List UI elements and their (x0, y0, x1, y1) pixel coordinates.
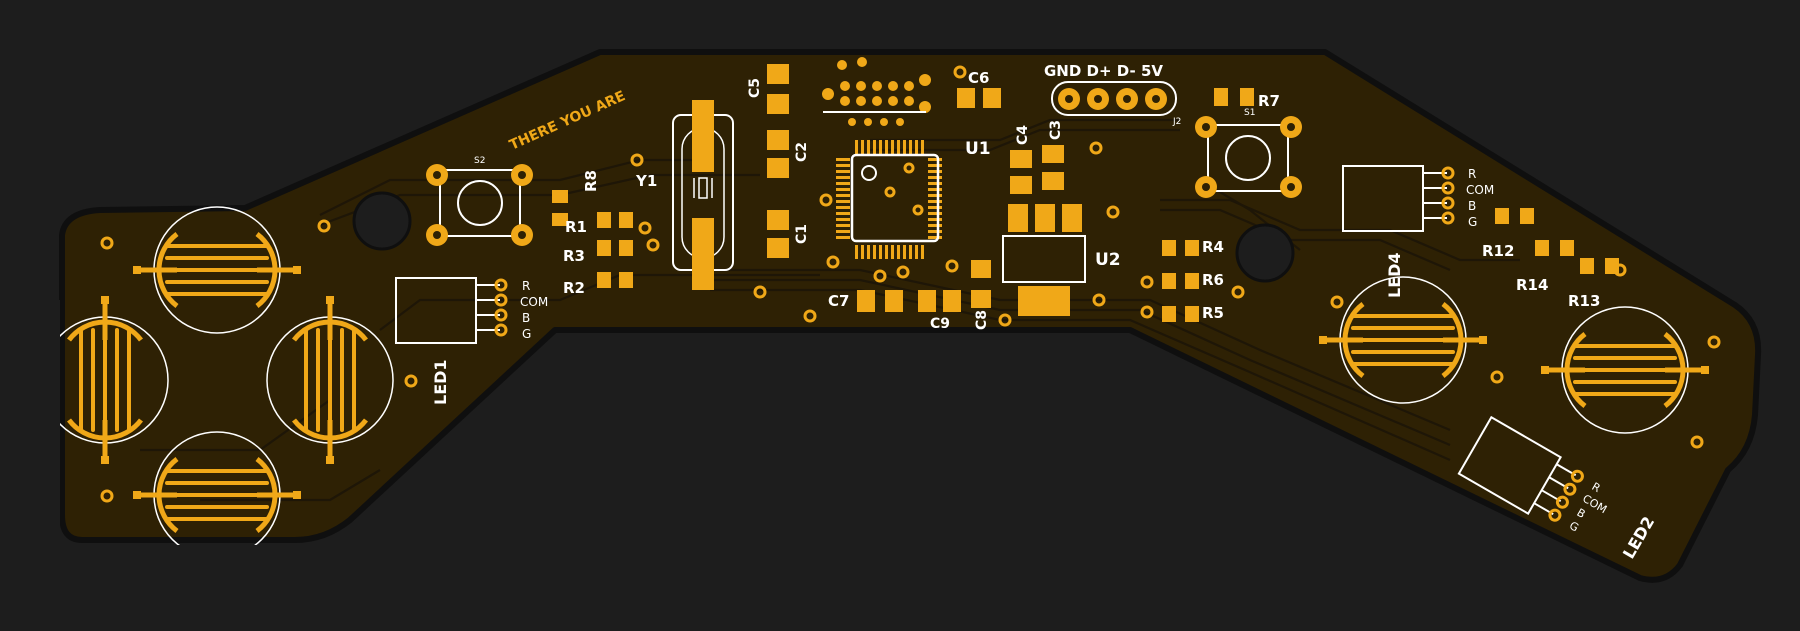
label-r13: R13 (1568, 292, 1600, 310)
label-r12: R12 (1482, 242, 1514, 260)
label-u1: U1 (965, 139, 991, 159)
switch-s1: S1 (1195, 108, 1302, 198)
led4-pin-b: B (1468, 199, 1476, 213)
led-led1: R COM B G LED1 (395, 277, 548, 405)
led4-pin-g: G (1468, 215, 1477, 229)
led4-pin-r: R (1468, 167, 1476, 181)
mounting-hole-right (1235, 223, 1295, 283)
label-c7: C7 (828, 292, 849, 310)
label-j2: J2 (1172, 117, 1181, 127)
label-r4: R4 (1202, 238, 1224, 256)
label-r3: R3 (563, 247, 585, 265)
label-c8: C8 (974, 310, 990, 330)
label-s1: S1 (1244, 108, 1255, 118)
header-top (822, 57, 931, 126)
label-c3: C3 (1048, 120, 1064, 140)
label-r6: R6 (1202, 271, 1224, 289)
label-r14: R14 (1516, 276, 1548, 294)
mounting-hole-left (352, 191, 412, 251)
vias (100, 65, 1721, 503)
crystal-y1: Y1 (635, 100, 734, 290)
label-c2: C2 (794, 142, 810, 162)
label-usb-pins: GND D+ D- 5V (1044, 62, 1163, 80)
label-led1: LED1 (431, 359, 450, 405)
chip-u2: U2 (1002, 204, 1121, 316)
pcb-outline (59, 49, 1762, 583)
label-u2: U2 (1095, 250, 1121, 270)
led1-pin-g: G (522, 327, 531, 341)
label-r5: R5 (1202, 304, 1224, 322)
connector-j2: GND D+ D- 5V J2 (1044, 62, 1181, 127)
led1-pin-r: R (522, 279, 530, 293)
label-r8: R8 (582, 170, 600, 192)
led1-pin-com: COM (520, 295, 548, 309)
label-c5: C5 (747, 78, 763, 98)
label-c6: C6 (968, 69, 989, 87)
label-y1: Y1 (635, 172, 657, 190)
smd-pads (552, 64, 1619, 322)
label-r2: R2 (563, 279, 585, 297)
label-c1: C1 (794, 224, 810, 244)
label-c9: C9 (930, 316, 950, 332)
led-led2: R COM B G (1457, 415, 1609, 535)
label-s2: S2 (474, 156, 485, 166)
led1-pin-b: B (522, 311, 530, 325)
switch-s2: S2 (426, 156, 533, 246)
label-r7: R7 (1258, 92, 1280, 110)
led4-pin-com: COM (1466, 183, 1494, 197)
label-r1: R1 (565, 218, 587, 236)
chip-u1: U1 (836, 139, 991, 259)
label-led4: LED4 (1385, 252, 1404, 298)
led-led4: R COM B G LED4 (1342, 165, 1494, 298)
reference-labels: R8 R1 R3 R2 C5 C2 C1 C6 C4 C3 C7 C9 C8 R… (563, 69, 1600, 332)
label-c4: C4 (1015, 125, 1031, 145)
